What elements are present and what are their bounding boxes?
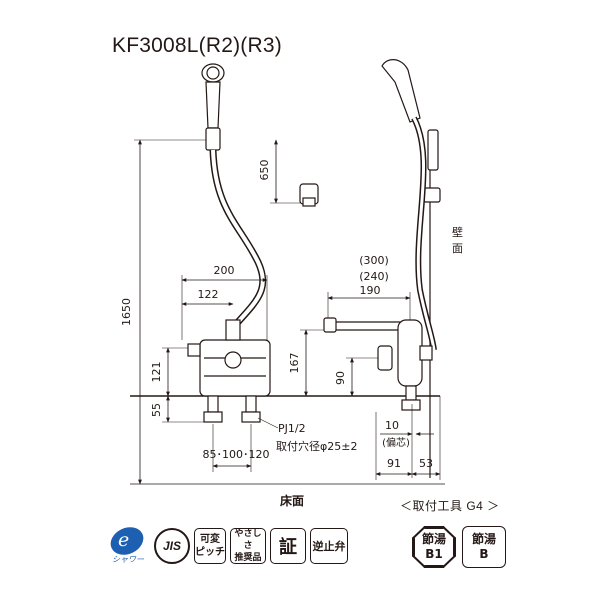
certification-badge: 証: [270, 528, 306, 564]
dim-122: 122: [198, 288, 219, 301]
dim-53: 53: [419, 457, 433, 470]
dim-650: 650: [258, 160, 271, 181]
pipe-leader: [257, 417, 279, 429]
hole-note: 取付穴径φ25±2: [276, 439, 357, 453]
wall-label-2: 面: [452, 242, 463, 255]
dim-90: 90: [334, 371, 347, 385]
front-hook: [299, 183, 319, 207]
dim-55: 55: [150, 403, 163, 417]
jis-badge: JIS: [154, 528, 190, 564]
wall-label-1: 壁: [452, 225, 463, 239]
b-bottom: B: [479, 547, 489, 561]
dim-167: 167: [288, 353, 301, 374]
variable-line-2: ピッチ: [195, 547, 225, 558]
b1-bottom: B1: [425, 547, 443, 561]
dim-1650: 1650: [120, 298, 133, 326]
dim-190: 190: [360, 284, 381, 297]
water-saving-b1-badge: 節湯 B1: [414, 528, 454, 566]
side-shower-head: [381, 59, 441, 203]
dim-240: (240): [359, 270, 389, 283]
friendly-badge: やさしさ 推奨品: [230, 528, 266, 564]
front-shower-head: [201, 63, 225, 151]
eco-shower-badge: e シャワー: [106, 522, 150, 568]
dim-offset-note: (偏芯): [382, 436, 410, 449]
eco-caption: シャワー: [112, 555, 144, 564]
variable-line-1: 可変: [200, 534, 220, 545]
dim-200: 200: [214, 264, 235, 277]
friendly-line-2: 推奨品: [234, 553, 262, 563]
dim-pitch: 85･100･120: [203, 448, 270, 461]
dim-300: (300): [359, 254, 389, 267]
dim-10: 10: [385, 419, 399, 432]
pipe-note: PJ1/2: [278, 422, 306, 435]
front-faucet-body: [187, 319, 271, 423]
feature-badges: e シャワー JIS 可変 ピッチ やさしさ 推奨品 証 逆止弁: [106, 522, 348, 568]
tool-note: ＜取付工具 G4 ＞: [400, 499, 500, 513]
front-hose: [209, 149, 267, 325]
variable-pitch-badge: 可変 ピッチ: [194, 528, 226, 564]
dim-91: 91: [387, 457, 401, 470]
friendly-line-1: やさしさ: [234, 529, 262, 551]
eco-mark: e: [118, 529, 130, 551]
side-faucet-body: [323, 317, 433, 411]
water-saving-b-badge: 節湯 B: [462, 526, 506, 568]
b1-top: 節湯: [421, 532, 446, 546]
check-valve-badge: 逆止弁: [310, 528, 348, 564]
dim-121: 121: [150, 362, 163, 383]
b-top: 節湯: [471, 532, 496, 546]
floor-label: 床面: [280, 494, 305, 508]
model-title: KF3008L(R2)(R3): [112, 34, 282, 57]
